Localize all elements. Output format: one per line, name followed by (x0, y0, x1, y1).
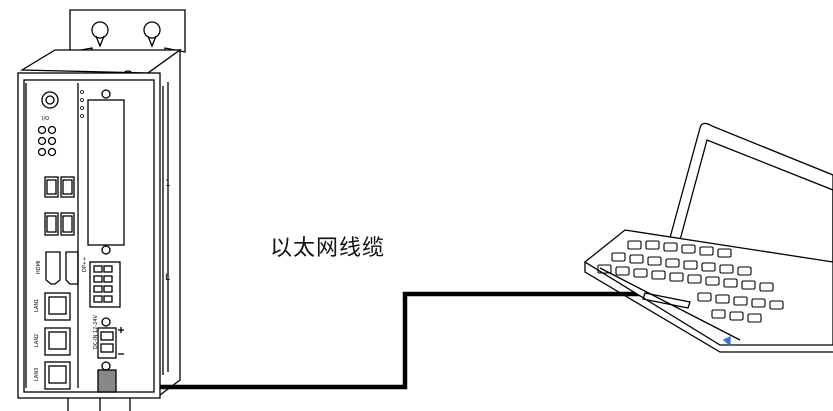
dp-port (65, 251, 79, 285)
dc-in-label: DC-IN 12-24V (93, 315, 99, 349)
cable-label: 以太网线缆 (270, 236, 386, 261)
terminal-block (89, 261, 121, 308)
power-label: I/O (42, 116, 49, 122)
power-button (41, 91, 59, 109)
led-indicators (37, 125, 57, 157)
qr-label (97, 369, 117, 393)
industrial-pc (17, 9, 186, 411)
side-mark-1: 1 (165, 179, 171, 189)
lan-port-2 (44, 327, 71, 356)
lan-port-1 (44, 292, 71, 321)
mount-foot (67, 398, 131, 411)
lan3-label: LAN3 (34, 368, 40, 381)
laptop (583, 122, 833, 353)
dp-label: DP++ (82, 257, 88, 272)
slot-dots (80, 90, 84, 118)
keyhole-right (143, 21, 161, 48)
expansion-slot (87, 99, 125, 246)
lan-port-3 (44, 361, 71, 390)
keyhole-left (91, 21, 109, 48)
keyboard-keys (597, 240, 784, 323)
lan2-label: LAN2 (34, 334, 40, 347)
ethernet-cable (160, 291, 650, 390)
hdmi-label: HDMI (36, 261, 42, 274)
side-mark-l: L (165, 273, 170, 283)
chassis-front (17, 72, 161, 399)
space-bar (642, 292, 691, 309)
hdmi-port (45, 251, 61, 285)
usb-ports (44, 176, 75, 236)
lan1-label: LAN1 (34, 299, 40, 312)
laptop-indicator (722, 335, 731, 347)
laptop-base (583, 229, 833, 346)
